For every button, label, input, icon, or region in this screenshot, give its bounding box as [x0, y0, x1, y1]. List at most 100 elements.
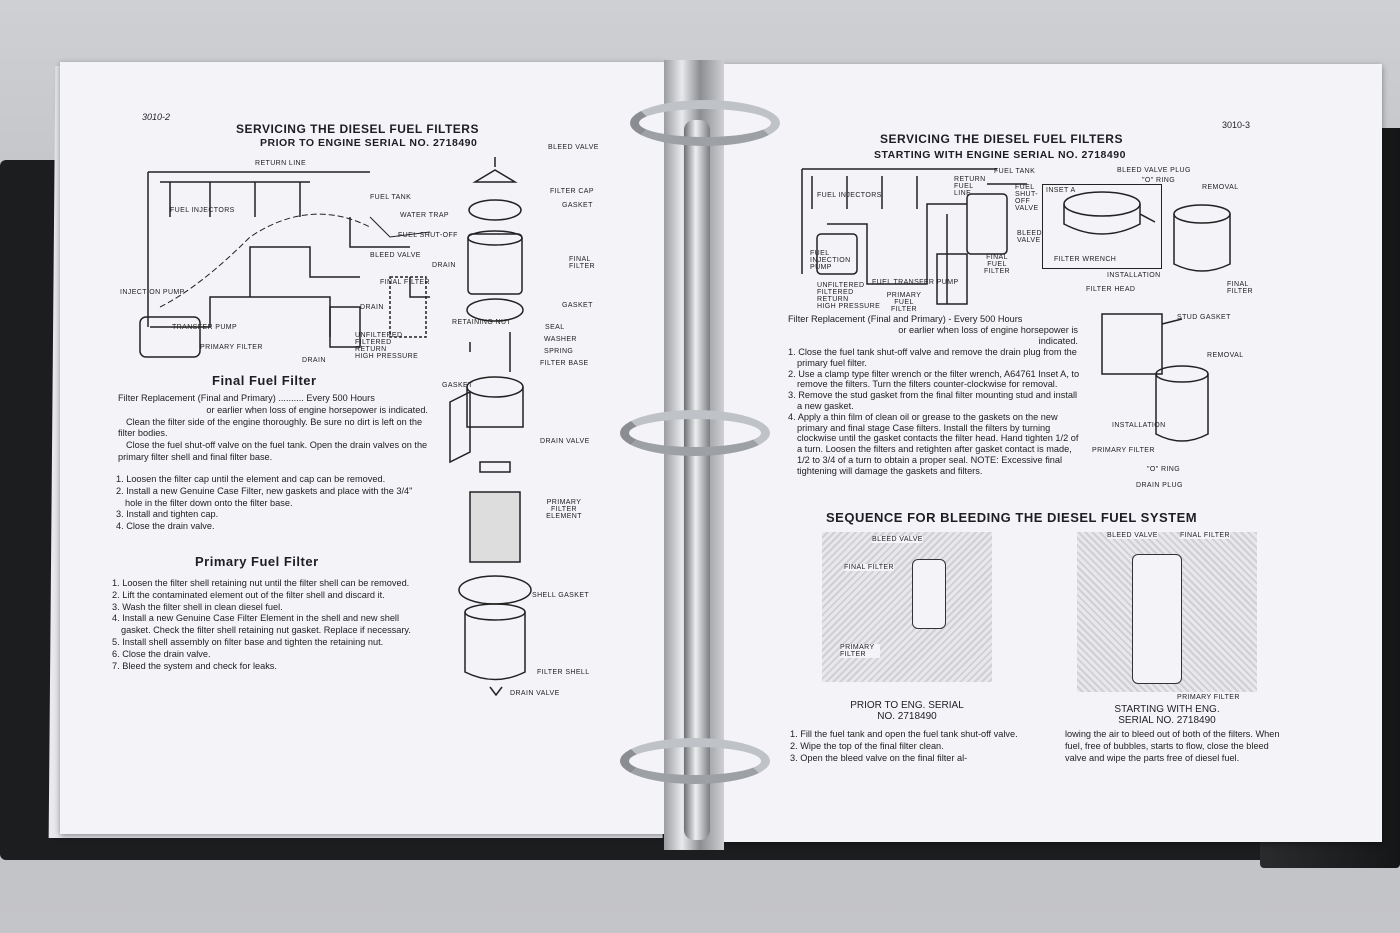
diagram-label: FUEL INJECTION PUMP	[810, 250, 851, 271]
photo-caption: PRIOR TO ENG. SERIAL NO. 2718490	[850, 700, 964, 722]
part-label: GASKET	[562, 302, 593, 309]
diagram-label: DRAIN	[302, 357, 326, 364]
diagram-legend: UNFILTERED FILTERED RETURN HIGH PRESSURE	[355, 332, 419, 360]
binder-ring-bottom	[620, 738, 770, 784]
inset-label: "O" RING	[1142, 177, 1176, 184]
diagram-label: FUEL SHUT-OFF VALVE	[1015, 184, 1039, 212]
final-filter-image	[912, 559, 946, 629]
part-label: GASKET	[562, 202, 593, 209]
photo-label: PRIMARY FILTER	[840, 644, 880, 658]
inset-label: REMOVAL	[1207, 352, 1244, 359]
diagram-label: RETURN FUEL LINE	[954, 176, 986, 197]
list-item: 2. Lift the contaminated element out of …	[112, 589, 385, 600]
page-number: 3010-2	[142, 112, 171, 122]
part-label: FILTER SHELL	[537, 669, 590, 676]
right-page: 3010-3 SERVICING THE DIESEL FUEL FILTERS…	[722, 64, 1382, 842]
diagram-label: RETURN LINE	[255, 160, 307, 167]
filter-illustrations	[1063, 191, 1231, 442]
left-page: 3010-2 SERVICING THE DIESEL FUEL FILTERS…	[60, 62, 666, 834]
diagram-label: FUEL INJECTORS	[817, 192, 882, 199]
sequence-heading: SEQUENCE FOR BLEEDING THE DIESEL FUEL SY…	[826, 510, 1198, 525]
diagram-label: BLEED VALVE	[370, 252, 421, 259]
binder-ring-top	[630, 100, 780, 146]
diagram-label: DRAIN	[432, 262, 456, 269]
part-label: FILTER CAP	[550, 188, 594, 195]
fuel-system-diagram	[801, 168, 1027, 305]
part-label: PRIMARY FILTER ELEMENT	[546, 499, 582, 520]
list-item: 7. Bleed the system and check for leaks.	[112, 660, 277, 671]
binder-ring-middle	[620, 410, 770, 456]
diagram-label: TRANSFER PUMP	[172, 324, 238, 331]
inset-label: FILTER WRENCH	[1054, 256, 1117, 263]
page-number: 3010-3	[1222, 120, 1251, 130]
page-subtitle: PRIOR TO ENGINE SERIAL NO. 2718490	[260, 137, 478, 149]
part-label: WASHER	[544, 336, 577, 343]
list-item: 4. Close the drain valve.	[116, 521, 215, 532]
list-item: 1. Fill the fuel tank and open the fuel …	[790, 729, 1018, 739]
diagram-label: FUEL INJECTORS	[170, 207, 235, 214]
list-item: 2. Use a clamp type filter wrench or the…	[788, 368, 1080, 390]
list-item: 3. Wash the filter shell in clean diesel…	[112, 601, 283, 612]
part-label: RETAINING NUT	[452, 319, 512, 326]
inset-label: BLEED VALVE PLUG	[1117, 167, 1191, 174]
inset-a-box	[1042, 184, 1162, 269]
filters-image	[1132, 554, 1182, 684]
page-title: SERVICING THE DIESEL FUEL FILTERS	[880, 132, 1123, 146]
inset-label: FILTER HEAD	[1086, 286, 1136, 293]
inset-label: INSET A	[1046, 187, 1076, 194]
part-label: FINAL FILTER	[569, 256, 595, 270]
part-label: FILTER BASE	[540, 360, 589, 367]
filter-replacement-steps: 1. Close the fuel tank shut-off valve an…	[788, 347, 1080, 477]
diagram-label: FUEL TRANSFER PUMP	[872, 279, 959, 286]
part-label: SEAL	[545, 324, 565, 331]
page-title: SERVICING THE DIESEL FUEL FILTERS	[236, 122, 479, 136]
photo-label: FINAL FILTER	[1180, 532, 1230, 539]
primary-fuel-filter-heading: Primary Fuel Filter	[195, 554, 319, 569]
final-filter-intro: Filter Replacement (Final and Primary) .…	[118, 393, 428, 462]
part-label: DRAIN VALVE	[510, 690, 560, 697]
inset-label: DRAIN PLUG	[1136, 482, 1183, 489]
exploded-filter-diagram	[449, 157, 532, 697]
diagram-label: FUEL TANK	[994, 168, 1036, 175]
part-label: BLEED VALVE	[548, 144, 599, 151]
diagram-label: PRIMARY FUEL FILTER	[886, 292, 922, 313]
diagram-label: BLEED VALVE	[1017, 230, 1042, 244]
inset-label: PRIMARY FILTER	[1092, 447, 1155, 454]
list-item: 5. Install shell assembly on filter base…	[112, 636, 384, 647]
part-label: SHELL GASKET	[532, 592, 590, 599]
part-label: DRAIN VALVE	[540, 438, 590, 445]
inset-label: INSTALLATION	[1112, 422, 1166, 429]
photo-label: PRIMARY FILTER	[1177, 694, 1240, 701]
diagram-label: WATER TRAP	[400, 212, 449, 219]
photo-label: BLEED VALVE	[1107, 532, 1158, 539]
list-item: 3. Remove the stud gasket from the final…	[788, 390, 1078, 411]
photo-label: BLEED VALVE	[872, 536, 923, 543]
primary-filter-steps: 1. Loosen the filter shell retaining nut…	[112, 578, 422, 672]
diagram-label: DRAIN	[360, 304, 384, 311]
diagram-label: FINAL FUEL FILTER	[984, 254, 1010, 275]
bleed-steps: 1. Fill the fuel tank and open the fuel …	[790, 729, 1030, 764]
list-item: 1. Close the fuel tank shut-off valve an…	[788, 347, 1077, 368]
diagram-label: FINAL FILTER	[380, 279, 430, 286]
list-item: 4. Apply a thin film of clean oil or gre…	[788, 411, 1079, 476]
filter-replacement-intro: Filter Replacement (Final and Primary) -…	[788, 314, 1078, 346]
diagram-label: INJECTION PUMP	[120, 289, 185, 296]
diagram-legend: UNFILTERED FILTERED RETURN HIGH PRESSURE	[817, 282, 881, 310]
bleed-steps-continued: lowing the air to bleed out of both of t…	[1065, 729, 1280, 763]
ring-mechanism	[684, 120, 710, 840]
diagram-label: PRIMARY FILTER	[200, 344, 263, 351]
photo-label: FINAL FILTER	[844, 564, 894, 571]
diagram-label: FUEL TANK	[370, 194, 412, 201]
list-item: 1. Loosen the filter cap until the eleme…	[116, 474, 386, 484]
inset-label: "O" RING	[1147, 466, 1181, 473]
list-item: 2. Wipe the top of the final filter clea…	[790, 740, 944, 751]
list-item: 4. Install a new Genuine Case Filter Ele…	[112, 613, 411, 636]
inset-label: REMOVAL	[1202, 184, 1239, 191]
list-item: 3. Open the bleed valve on the final fil…	[790, 752, 968, 763]
inset-label: FINAL FILTER	[1227, 281, 1253, 295]
part-label: SPRING	[544, 348, 574, 355]
inset-label: STUD GASKET	[1177, 314, 1231, 321]
diagram-label: FUEL SHUT-OFF	[398, 232, 458, 239]
list-item: 2. Install a new Genuine Case Filter, ne…	[116, 485, 413, 508]
inset-label: INSTALLATION	[1107, 272, 1161, 279]
